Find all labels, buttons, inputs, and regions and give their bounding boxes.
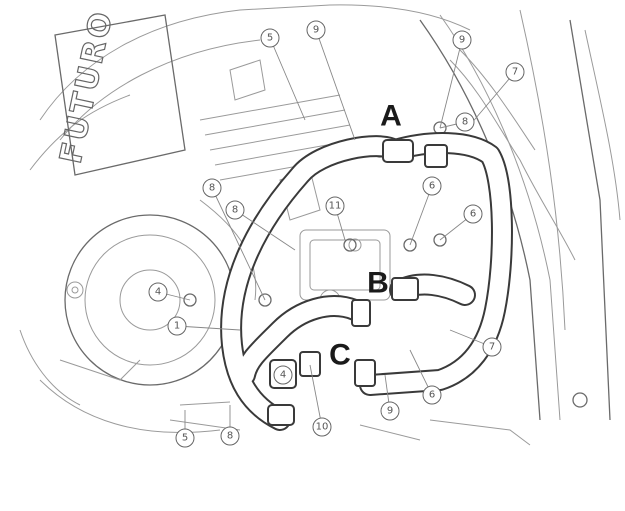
callout-circle [167, 316, 187, 336]
callout-number: 1 [174, 321, 180, 332]
brand-lettering: FUTURO [54, 7, 121, 167]
callout-number: 6 [429, 181, 435, 192]
callout-bubble: 9 [452, 30, 472, 50]
callout-circle [505, 62, 525, 82]
callout-bubble: 8 [220, 426, 240, 446]
callout-bubble: 11 [325, 196, 345, 216]
callout-bubble: 9 [306, 20, 326, 40]
mount-point-b-label: B [367, 267, 389, 300]
callout-bubble: 8 [455, 112, 475, 132]
callout-circle [455, 112, 475, 132]
callout-bubble: 4 [273, 365, 293, 385]
motorcycle-background-sketch: FUTURO [19, 4, 621, 446]
callout-number: 7 [489, 342, 495, 353]
callout-bubble: 4 [148, 282, 168, 302]
callout-bubble: 5 [260, 28, 280, 48]
callout-circle [260, 28, 280, 48]
callout-bubble: 6 [463, 204, 483, 224]
callout-number: 10 [316, 422, 329, 433]
callout-circle [422, 385, 442, 405]
leader-line [315, 29, 356, 141]
callout-number: 7 [512, 67, 518, 78]
callout-number: 6 [429, 390, 435, 401]
callout-bubble: 7 [482, 337, 502, 357]
callout-circle [325, 196, 345, 216]
callout-leader-lines [157, 29, 516, 438]
callout-number: 4 [155, 287, 161, 298]
mount-point-labels: A B C [329, 100, 402, 372]
callout-number: 9 [459, 35, 465, 46]
callout-circle [148, 282, 168, 302]
callout-bubble: 10 [312, 417, 332, 437]
leader-line [234, 209, 296, 251]
callout-number: 6 [470, 209, 476, 220]
callout-circle [220, 426, 240, 446]
callout-circle [273, 365, 293, 385]
callout-circle [202, 178, 222, 198]
leader-line [409, 185, 433, 246]
callout-circle [422, 176, 442, 196]
callout-circle [225, 200, 245, 220]
callout-bubble: 7 [505, 62, 525, 82]
callout-number: 8 [232, 205, 238, 216]
callout-circle [306, 20, 326, 40]
leader-line [269, 37, 306, 121]
mount-point-a-label: A [380, 100, 402, 133]
callout-bubble: 8 [225, 200, 245, 220]
leader-line [469, 71, 516, 126]
part-callouts: 5 9 9 7 8 8 6 6 8 11 4 1 7 4 10 9 6 5 8 [148, 20, 525, 448]
callout-bubble: 1 [167, 316, 187, 336]
callout-circle [482, 337, 502, 357]
callout-number: 8 [462, 117, 468, 128]
leader-line [176, 325, 241, 331]
callout-circle [175, 428, 195, 448]
callout-bubble: 6 [422, 176, 442, 196]
callout-number: 9 [387, 406, 393, 417]
callout-bubble: 5 [175, 428, 195, 448]
callout-bubble: 6 [422, 385, 442, 405]
callout-number: 5 [182, 433, 188, 444]
leader-line [309, 364, 323, 428]
callout-number: 4 [280, 370, 286, 381]
callout-number: 8 [209, 183, 215, 194]
mount-point-c-label: C [329, 339, 351, 372]
callout-number: 5 [267, 33, 273, 44]
callout-circle [380, 401, 400, 421]
callout-number: 8 [227, 431, 233, 442]
callout-circle [312, 417, 332, 437]
callout-bubble: 8 [202, 178, 222, 198]
leader-line [439, 39, 463, 129]
callout-circle [463, 204, 483, 224]
callout-bubble: 9 [380, 401, 400, 421]
callout-circle [452, 30, 472, 50]
callout-number: 11 [329, 201, 342, 212]
callout-number: 9 [313, 25, 319, 36]
leader-line [211, 187, 266, 301]
